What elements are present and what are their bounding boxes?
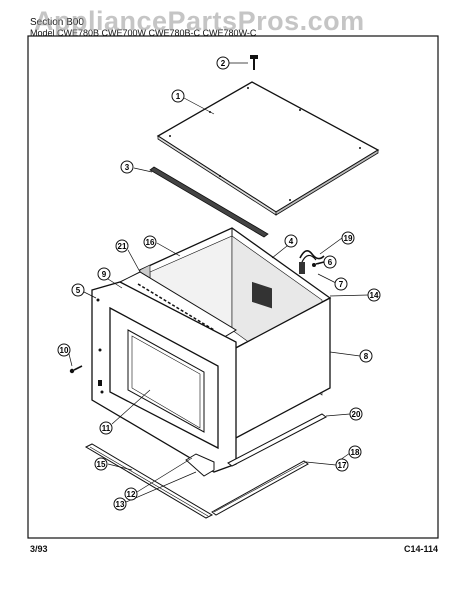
callout-15: 15 [94, 457, 108, 471]
callout-11: 11 [99, 421, 113, 435]
svg-text:13: 13 [116, 500, 125, 509]
callout-6: 6 [323, 255, 337, 269]
svg-text:5: 5 [76, 286, 81, 295]
callout-18: 18 [348, 445, 362, 459]
watermark: AppliancePartsPros.com [34, 6, 365, 36]
footer-code: C14-114 [403, 544, 438, 554]
callout-20: 20 [349, 407, 363, 421]
bottom-rails [84, 413, 327, 519]
svg-text:15: 15 [97, 460, 106, 469]
svg-text:11: 11 [102, 424, 111, 433]
svg-text:9: 9 [102, 270, 107, 279]
callout-17: 17 [335, 458, 349, 472]
svg-text:8: 8 [364, 352, 369, 361]
leader-lines [68, 62, 369, 503]
svg-text:18: 18 [351, 448, 360, 457]
callout-21: 21 [115, 239, 129, 253]
callout-7: 7 [334, 277, 348, 291]
footer-date: 3/93 [30, 544, 48, 554]
svg-text:20: 20 [352, 410, 361, 419]
screw [250, 55, 258, 70]
svg-text:6: 6 [328, 258, 333, 267]
side-screw [69, 365, 83, 374]
callout-12: 12 [124, 487, 138, 501]
section-label: Section B00 [30, 17, 84, 28]
callout-8: 8 [359, 349, 373, 363]
callout-1: 1 [171, 89, 185, 103]
svg-text:2: 2 [221, 59, 226, 68]
callout-3: 3 [120, 160, 134, 174]
callout-13: 13 [113, 497, 127, 511]
callout-5: 5 [71, 283, 85, 297]
svg-text:21: 21 [118, 242, 127, 251]
callouts: 2 1 3 4 19 16 21 6 9 7 5 14 10 8 20 11 1… [57, 56, 381, 511]
wire-harness [299, 250, 325, 274]
callout-9: 9 [97, 267, 111, 281]
svg-text:12: 12 [127, 490, 136, 499]
top-strip [149, 166, 269, 238]
callout-19: 19 [341, 231, 355, 245]
svg-text:4: 4 [289, 237, 294, 246]
svg-text:17: 17 [338, 461, 347, 470]
callout-4: 4 [284, 234, 298, 248]
callout-16: 16 [143, 235, 157, 249]
callout-10: 10 [57, 343, 71, 357]
top-panel [156, 81, 380, 216]
svg-text:1: 1 [176, 92, 181, 101]
svg-text:16: 16 [146, 238, 155, 247]
callout-14: 14 [367, 288, 381, 302]
svg-text:19: 19 [344, 234, 353, 243]
svg-text:3: 3 [125, 163, 130, 172]
svg-text:14: 14 [370, 291, 379, 300]
svg-text:7: 7 [339, 280, 344, 289]
model-label: Model CWE780B CWE700W CWE780B-C CWE780W-… [30, 28, 257, 38]
svg-text:10: 10 [60, 346, 69, 355]
callout-2: 2 [216, 56, 230, 70]
